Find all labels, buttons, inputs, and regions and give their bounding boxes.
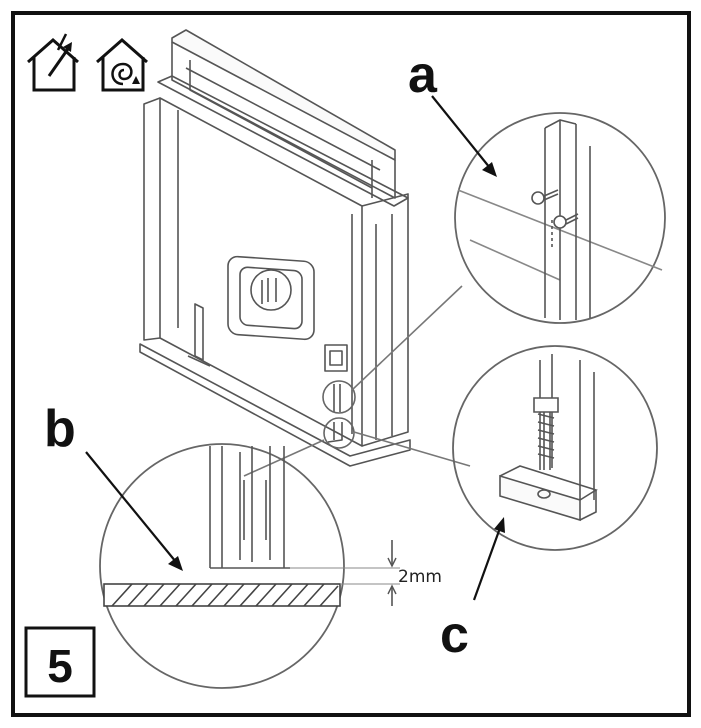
house-exhaust-icon — [27, 33, 79, 92]
callout-a-label: a — [408, 46, 438, 104]
callout-b-label: b — [44, 400, 76, 458]
gap-dimension-label: 2mm — [398, 567, 442, 587]
arrow-c — [472, 527, 502, 601]
step-number-box — [24, 626, 96, 698]
arrow-a — [431, 95, 491, 169]
callout-arrows — [85, 95, 505, 601]
house-recirculation-icon — [96, 38, 148, 92]
downdraft-hood-drawing — [139, 29, 471, 477]
detail-c-adjustable-foot — [452, 345, 658, 551]
detail-a-bracket-screws — [454, 112, 666, 324]
callout-c-label: c — [440, 606, 469, 664]
arrow-b — [85, 451, 177, 563]
diagram-frame — [11, 11, 691, 717]
detail-b-floor-gap — [99, 443, 400, 689]
step-number: 5 — [47, 640, 73, 692]
